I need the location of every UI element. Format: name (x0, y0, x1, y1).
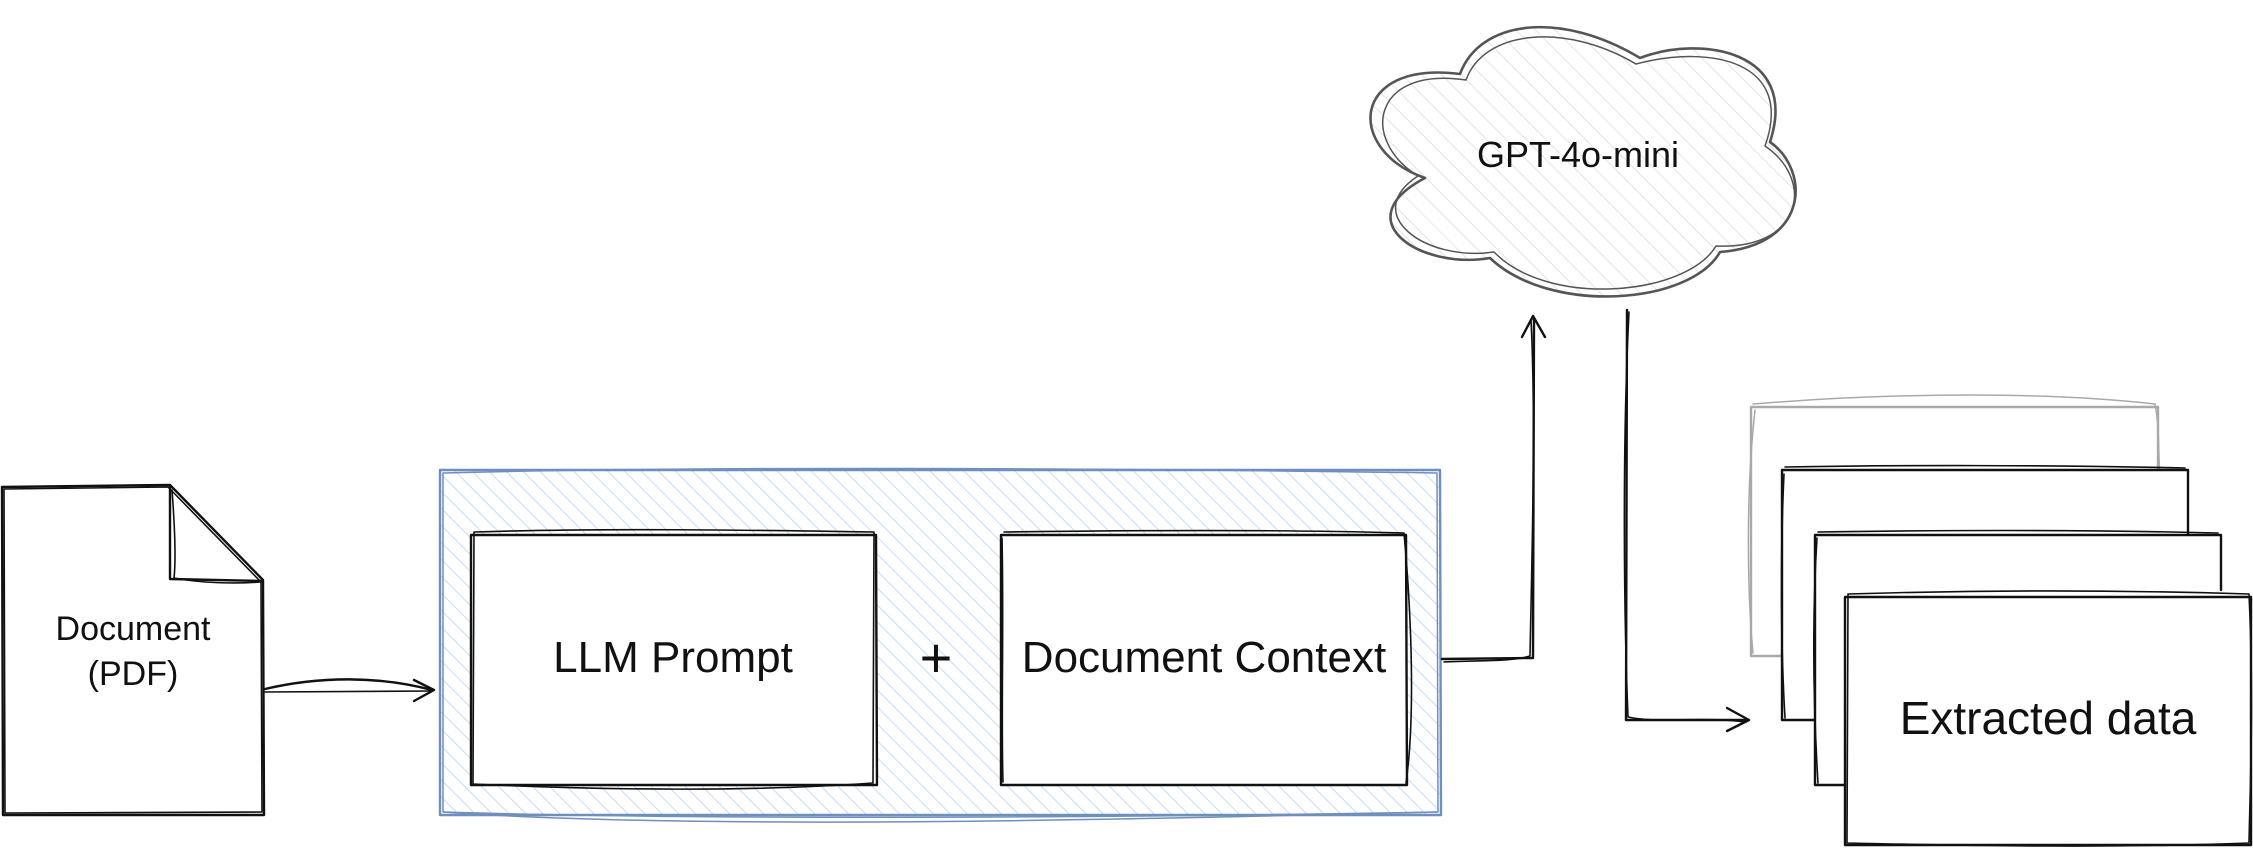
arrow-group-to-model (1440, 314, 1547, 663)
output-card-front: Extracted data (1843, 590, 2253, 847)
document-pdf-node: Document (PDF) (0, 483, 266, 817)
gpt-4o-mini-cloud: GPT-4o-mini (1369, 25, 1797, 298)
extracted-data-label: Extracted data (1900, 692, 2197, 744)
arrow-model-to-output (1623, 308, 1751, 733)
gpt-4o-mini-label: GPT-4o-mini (1477, 134, 1679, 175)
extracted-data-stack: Extracted data (1747, 394, 2253, 847)
llm-prompt-label: LLM Prompt (553, 633, 793, 682)
plus-sign: + (920, 626, 953, 689)
llm-prompt-box: LLM Prompt (469, 528, 879, 790)
document-context-box: Document Context (999, 529, 1413, 787)
arrow-document-to-prompt-group (263, 678, 436, 703)
output-card-ghost (1747, 394, 2161, 658)
document-label-line2: (PDF) (88, 655, 179, 693)
document-label-line1: Document (56, 610, 212, 648)
document-context-label: Document Context (1022, 633, 1386, 682)
